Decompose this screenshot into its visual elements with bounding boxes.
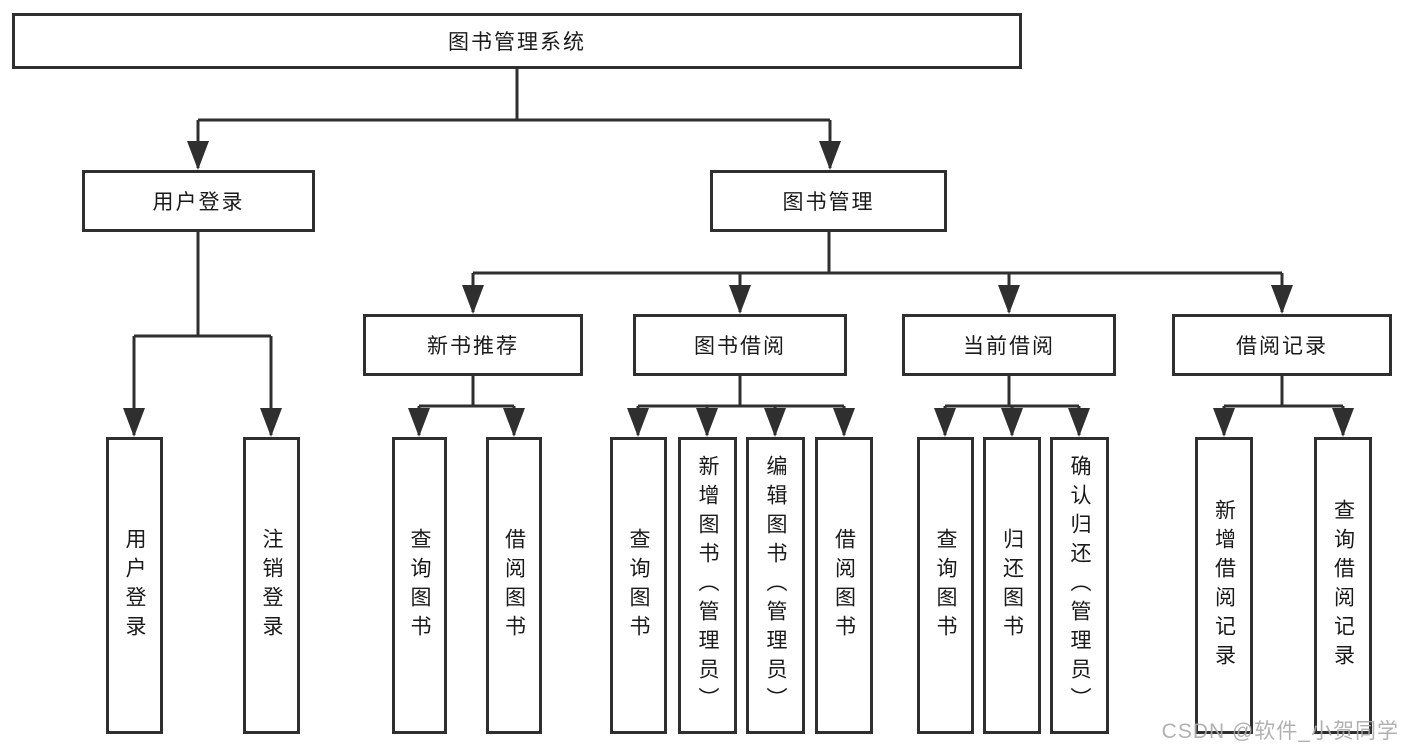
csdn-watermark: CSDN @软件_小贺同学 (1161, 720, 1399, 743)
leaf-add-books-admin: 新增图书（管理员） (678, 437, 737, 734)
node-new-book-recommend: 新书推荐 (363, 314, 583, 376)
leaf-edit-books-admin: 编辑图书（管理员） (746, 437, 805, 734)
leaf-query-books-borrow: 查询图书 (610, 437, 667, 734)
leaf-query-books-borrow-label: 查询图书 (627, 527, 650, 644)
leaf-confirm-return-admin: 确认归还（管理员） (1050, 437, 1109, 734)
leaf-borrow-books-recommend: 借阅图书 (486, 437, 542, 734)
node-current-borrow-label: 当前借阅 (963, 335, 1055, 358)
leaf-confirm-return-admin-label: 确认归还（管理员） (1068, 455, 1091, 716)
leaf-borrow-books-recommend-label: 借阅图书 (502, 527, 526, 644)
node-book-borrow: 图书借阅 (633, 314, 847, 376)
leaf-add-books-admin-label: 新增图书（管理员） (696, 455, 719, 716)
leaf-logout-label: 注销登录 (260, 527, 283, 644)
leaf-edit-books-admin-label: 编辑图书（管理员） (764, 455, 787, 716)
leaf-query-borrow-record: 查询借阅记录 (1314, 437, 1372, 734)
leaf-query-borrow-record-label: 查询借阅记录 (1331, 498, 1355, 673)
node-book-borrow-label: 图书借阅 (694, 335, 786, 358)
node-root-label: 图书管理系统 (448, 31, 586, 54)
leaf-query-books-current-label: 查询图书 (934, 527, 957, 644)
node-book-management-label: 图书管理 (782, 191, 875, 214)
leaf-add-borrow-record-label: 新增借阅记录 (1212, 498, 1236, 673)
node-borrow-records-label: 借阅记录 (1236, 335, 1328, 358)
node-new-book-recommend-label: 新书推荐 (427, 335, 519, 358)
leaf-user-login-label: 用户登录 (123, 527, 146, 644)
leaf-user-login: 用户登录 (106, 437, 163, 734)
leaf-logout: 注销登录 (243, 437, 300, 734)
node-user-login: 用户登录 (82, 170, 315, 232)
node-user-login-label: 用户登录 (152, 191, 245, 214)
node-borrow-records: 借阅记录 (1172, 314, 1392, 376)
leaf-borrow-books: 借阅图书 (815, 437, 873, 734)
leaf-return-books: 归还图书 (983, 437, 1041, 734)
node-current-borrow: 当前借阅 (902, 314, 1116, 376)
node-root: 图书管理系统 (12, 13, 1022, 69)
arrowheads (123, 141, 1354, 437)
leaf-query-books-current: 查询图书 (917, 437, 974, 734)
leaf-add-borrow-record: 新增借阅记录 (1195, 437, 1253, 734)
node-book-management: 图书管理 (710, 170, 947, 232)
leaf-return-books-label: 归还图书 (1000, 527, 1024, 644)
leaf-borrow-books-label: 借阅图书 (832, 527, 856, 644)
leaf-query-books-recommend: 查询图书 (392, 437, 447, 734)
leaf-query-books-recommend-label: 查询图书 (408, 527, 431, 644)
